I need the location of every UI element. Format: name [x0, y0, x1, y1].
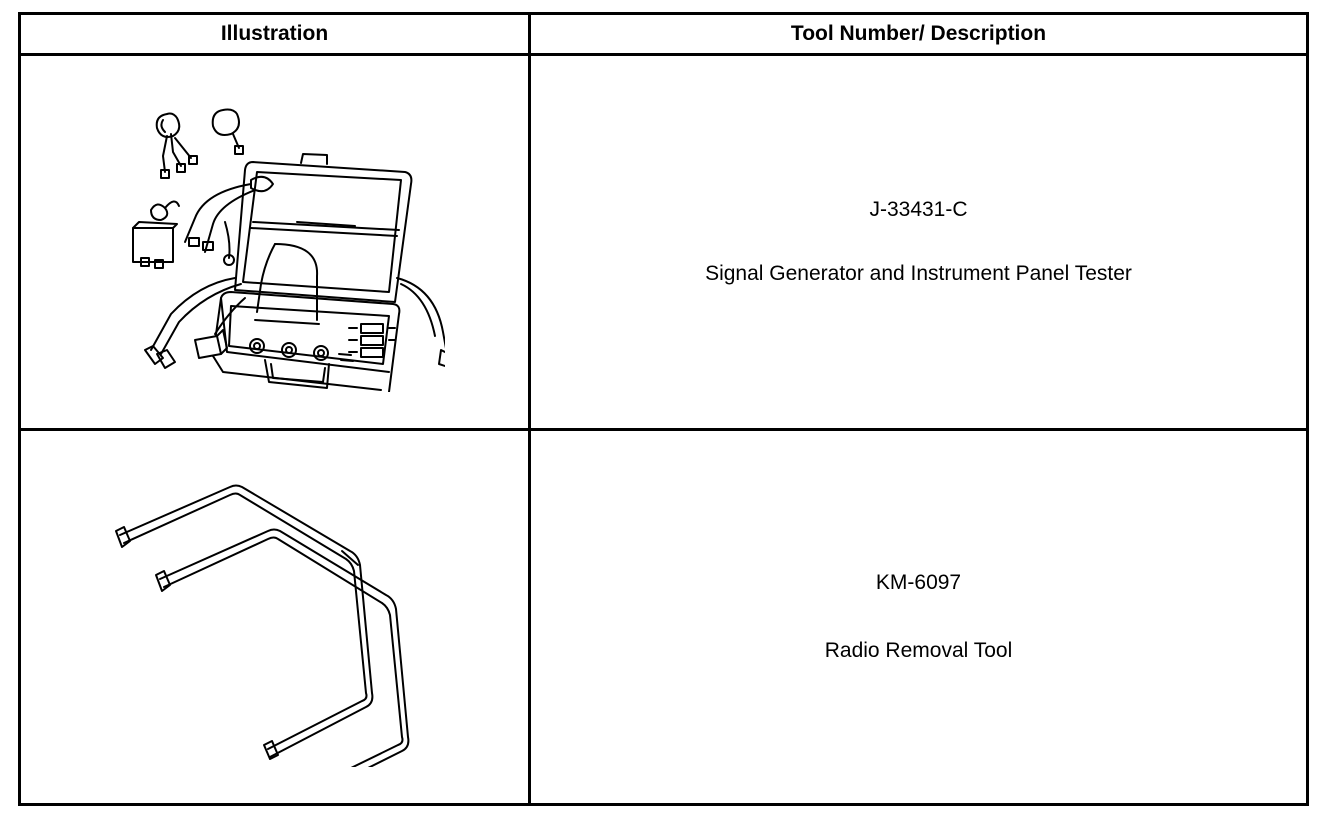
description-cell: KM-6097 Radio Removal Tool [528, 428, 1309, 806]
table-header-row: Illustration Tool Number/ Description [18, 12, 1309, 56]
header-tool-description: Tool Number/ Description [528, 12, 1309, 56]
tool-number: J-33431-C [869, 198, 968, 221]
tool-description: Signal Generator and Instrument Panel Te… [705, 262, 1132, 285]
description-cell: J-33431-C Signal Generator and Instrumen… [528, 53, 1309, 431]
tool-description: Radio Removal Tool [824, 639, 1013, 662]
illustration-cell [18, 428, 531, 806]
header-illustration: Illustration [18, 12, 531, 56]
radio-removal-tool-illustration-icon [114, 484, 409, 767]
table-row: KM-6097 Radio Removal Tool [18, 428, 1309, 806]
illustration-cell [18, 53, 531, 431]
tool-number: KM-6097 [875, 571, 962, 594]
signal-generator-case-illustration-icon [131, 108, 445, 392]
tool-table: Illustration Tool Number/ Description [18, 12, 1309, 806]
table-row: J-33431-C Signal Generator and Instrumen… [18, 53, 1309, 431]
